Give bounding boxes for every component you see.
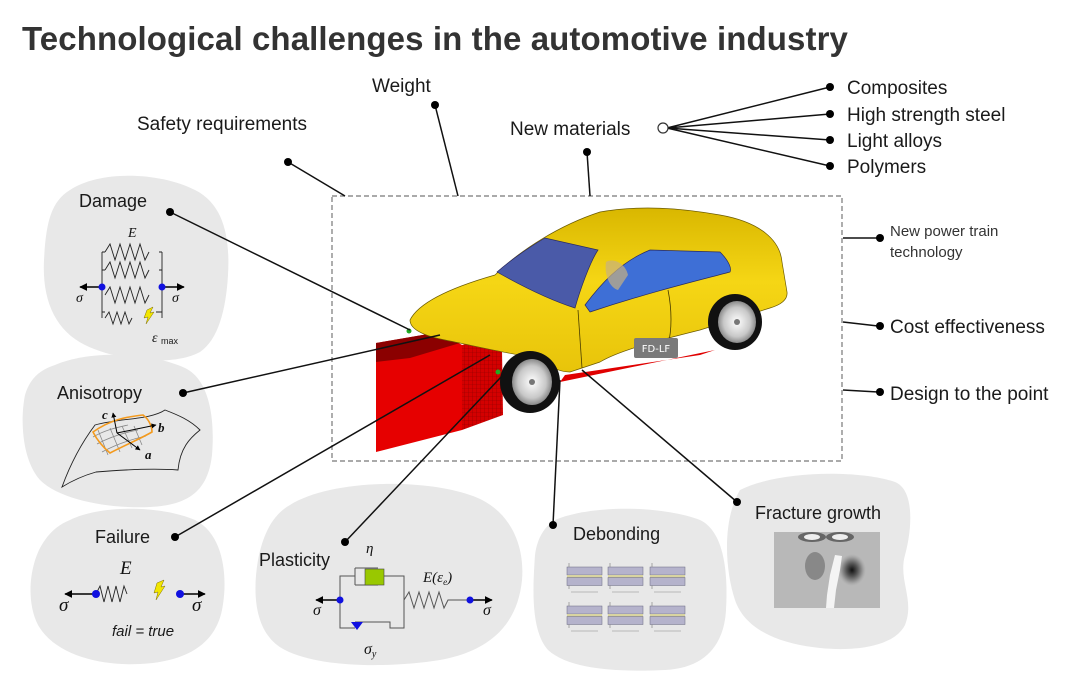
- debonding-title: Debonding: [573, 524, 660, 544]
- anisotropy-bubble: [22, 354, 213, 508]
- label-power-train-2: technology: [890, 244, 963, 261]
- label-design-to-the-point: Design to the point: [890, 384, 1049, 405]
- debonding-specimen: [607, 563, 644, 593]
- damage-node-right: [158, 283, 166, 291]
- plasticity-sigma-right: σ: [483, 602, 492, 619]
- plasticity-title: Plasticity: [259, 550, 330, 570]
- anisotropy-surface: [61, 409, 201, 489]
- debonding-bubble: [533, 508, 727, 671]
- damage-sigma-left: σ: [76, 291, 84, 306]
- damage-eps: ε: [152, 331, 158, 346]
- plasticity-model: [315, 567, 493, 629]
- connector-dots: [166, 83, 884, 546]
- material-composites: Composites: [847, 78, 947, 99]
- plasticity-sigma-left: σ: [313, 602, 322, 619]
- fracture-contour-plot: [774, 532, 880, 608]
- failure-sigma-right: σ: [192, 595, 202, 616]
- label-safety-requirements: Safety requirements: [137, 114, 307, 135]
- label-weight: Weight: [372, 76, 432, 97]
- axis-c-label: c: [102, 407, 108, 422]
- debonding-specimen: [649, 602, 686, 632]
- damper-element: [364, 568, 385, 586]
- failure-bubble: [30, 508, 225, 665]
- damage-spark-icon: [143, 306, 155, 325]
- failure-spring: [64, 584, 206, 603]
- failure-node-left: [92, 590, 100, 598]
- label-cost-effectiveness: Cost effectiveness: [890, 317, 1045, 338]
- label-new-materials: New materials: [510, 119, 630, 140]
- friction-element: [351, 622, 363, 630]
- debonding-specimen: [566, 563, 603, 593]
- fracture-title: Fracture growth: [755, 503, 881, 523]
- material-polymers: Polymers: [847, 157, 926, 178]
- car-crash-model: FD-LF: [376, 207, 788, 452]
- failure-title: Failure: [95, 527, 150, 547]
- axis-b-label: b: [158, 420, 165, 435]
- damage-node-left: [98, 283, 106, 291]
- materials-hub-node: [657, 122, 669, 134]
- label-power-train-1: New power train: [890, 223, 998, 240]
- barrier-mesh: [462, 338, 503, 430]
- damage-title: Damage: [79, 191, 147, 211]
- material-light-alloys: Light alloys: [847, 131, 942, 152]
- plasticity-node-right: [466, 596, 474, 604]
- debonding-specimen: [566, 602, 603, 632]
- car-model-frame: [331, 195, 843, 462]
- plasticity-eta: η: [366, 541, 373, 557]
- damage-bubble: [43, 175, 229, 361]
- debonding-specimen: [649, 563, 686, 593]
- slide-title: Technological challenges in the automoti…: [22, 20, 848, 57]
- failure-sigma-left: σ: [59, 595, 69, 616]
- anisotropy-title: Anisotropy: [57, 383, 142, 403]
- damage-E: E: [127, 226, 137, 241]
- model-badge: [634, 338, 678, 358]
- plasticity-sigma-y: σy: [364, 641, 377, 660]
- axis-a-label: a: [145, 447, 152, 462]
- plasticity-node-left: [336, 596, 344, 604]
- failure-condition: fail = true: [112, 623, 174, 640]
- failure-spark-icon: [153, 579, 166, 601]
- damage-sigma-right: σ: [172, 291, 180, 306]
- connector-lines: [169, 86, 879, 543]
- plasticity-bubble: [255, 483, 523, 666]
- debonding-specimens: [566, 563, 686, 632]
- barrier-block: [376, 332, 462, 452]
- damage-eps-sub: max: [161, 336, 179, 346]
- windshield: [496, 237, 599, 309]
- plasticity-E: E(εe): [422, 570, 452, 587]
- debonding-specimen: [607, 602, 644, 632]
- failure-node-right: [176, 590, 184, 598]
- failure-E: E: [119, 558, 132, 579]
- material-high-strength-steel: High strength steel: [847, 105, 1005, 126]
- model-badge-label: FD-LF: [642, 344, 671, 355]
